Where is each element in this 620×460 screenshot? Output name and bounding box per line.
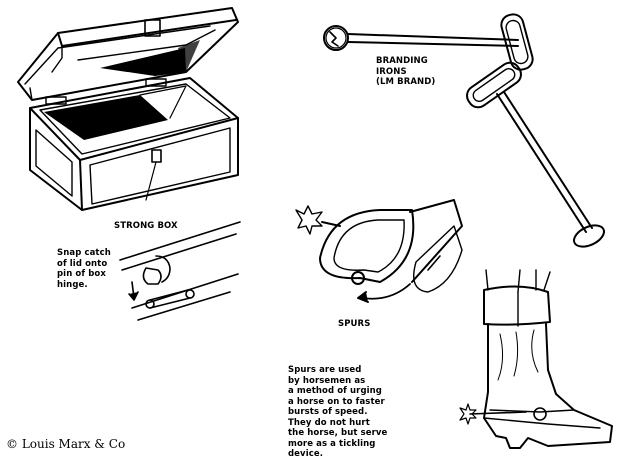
spur-illustration	[295, 199, 463, 303]
hinge-detail-caption: Snap catch of lid onto pin of box hinge.	[57, 248, 111, 290]
spurs-label: SPURS	[338, 319, 371, 329]
branding-irons-label: BRANDING IRONS (LM BRAND)	[376, 56, 436, 87]
copyright-notice: © Louis Marx & Co	[6, 437, 126, 451]
strong-box-illustration	[17, 7, 239, 211]
branding-irons-illustration	[323, 13, 605, 248]
strong-box-label: STRONG BOX	[114, 221, 178, 231]
boot-illustration	[459, 269, 613, 449]
hinge-detail-illustration	[119, 221, 241, 321]
spurs-description: Spurs are used by horsemen as a method o…	[288, 365, 388, 459]
